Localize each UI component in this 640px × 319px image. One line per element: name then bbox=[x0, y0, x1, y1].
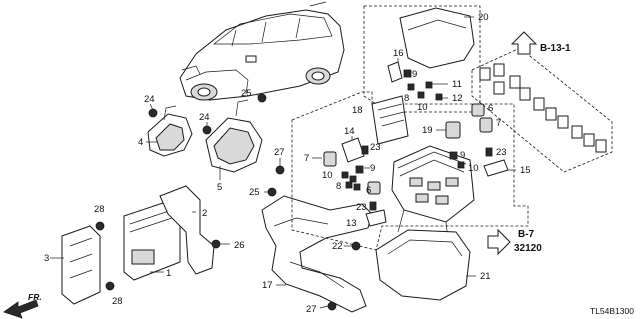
fuse-part-11 bbox=[425, 81, 448, 89]
relay-part-6-b bbox=[471, 103, 485, 117]
callout-10-c: 10 bbox=[417, 102, 428, 113]
callout-15: 15 bbox=[520, 165, 531, 176]
diagram-code: TL54B1300 bbox=[590, 306, 634, 316]
ref-label-b13: B-13-1 bbox=[540, 43, 571, 54]
fuse-part-10-b bbox=[457, 161, 465, 169]
ref-arrow-b13: B-13-1 bbox=[510, 31, 571, 55]
callout-7-b: 7 bbox=[496, 118, 501, 129]
bracket-part-2 bbox=[159, 185, 215, 275]
callout-18: 18 bbox=[352, 105, 363, 116]
callout-5: 5 bbox=[217, 182, 222, 193]
fuse-part-10-c bbox=[417, 91, 425, 99]
bolt-25-b bbox=[264, 187, 277, 197]
relay-part-7-a bbox=[312, 151, 337, 167]
callout-19: 19 bbox=[422, 125, 433, 136]
callout-23-c: 23 bbox=[496, 147, 507, 158]
bolt-24-b bbox=[202, 122, 212, 135]
callout-28-b: 28 bbox=[112, 296, 123, 307]
bolt-26 bbox=[211, 239, 230, 249]
bolt-24-a bbox=[148, 103, 158, 118]
ref-label-b7-code: 32120 bbox=[514, 243, 542, 254]
fuse-part-8-a bbox=[345, 181, 361, 191]
bolt-28-b bbox=[105, 281, 115, 291]
fuse-part-10-a bbox=[341, 171, 357, 183]
fuse-part-8-b bbox=[407, 83, 415, 91]
callout-2: 2 bbox=[202, 208, 207, 219]
callout-17: 17 bbox=[262, 280, 273, 291]
callout-10-a: 10 bbox=[322, 170, 333, 181]
callout-12: 12 bbox=[452, 93, 463, 104]
callout-16: 16 bbox=[393, 48, 404, 59]
fuse-part-12 bbox=[435, 93, 448, 101]
callout-24-a: 24 bbox=[144, 94, 155, 105]
fuse-holder-part-16 bbox=[387, 58, 403, 83]
cover-part-21 bbox=[375, 229, 476, 301]
callout-20: 20 bbox=[478, 12, 489, 23]
callout-3: 3 bbox=[44, 253, 49, 264]
bracket-part-17 bbox=[261, 195, 373, 313]
callout-28-a: 28 bbox=[94, 204, 105, 215]
horn-part-4 bbox=[146, 105, 193, 157]
fuse-block-part-14 bbox=[341, 136, 365, 163]
fuse-part-23-c bbox=[485, 147, 493, 157]
callout-8-a: 8 bbox=[336, 181, 341, 192]
callout-25-a: 25 bbox=[241, 88, 252, 99]
callout-24-b: 24 bbox=[199, 112, 210, 123]
callout-13: 13 bbox=[346, 218, 357, 229]
box-cover-part-20 bbox=[399, 7, 475, 69]
callout-9-b: 9 bbox=[460, 150, 465, 161]
callout-8-b: 8 bbox=[404, 93, 409, 104]
fuse-part-9-b bbox=[449, 151, 458, 160]
callout-7-a: 7 bbox=[304, 153, 309, 164]
ecu-cover-part-3 bbox=[50, 225, 101, 305]
ecu-part-1 bbox=[123, 199, 181, 281]
fuse-part-23-b bbox=[369, 201, 377, 211]
callout-26: 26 bbox=[234, 240, 245, 251]
fuse-part-9-c bbox=[403, 69, 412, 78]
ref-arrow-b7: B-7 32120 bbox=[487, 228, 542, 256]
fuse-part-23-a bbox=[361, 145, 369, 155]
relay-panel-part-18 bbox=[371, 95, 409, 145]
front-marker-label: FR. bbox=[28, 292, 42, 302]
relay-part-7-b bbox=[479, 117, 493, 133]
callout-10-b: 10 bbox=[468, 163, 479, 174]
relay-box-body bbox=[391, 145, 475, 241]
callout-14: 14 bbox=[344, 126, 355, 137]
bolt-27-b bbox=[319, 301, 337, 311]
callout-1: 1 bbox=[166, 268, 171, 279]
callout-11: 11 bbox=[452, 79, 462, 90]
callout-25-b: 25 bbox=[249, 187, 260, 198]
callout-27-b: 27 bbox=[306, 304, 317, 315]
callout-22: 22 bbox=[332, 241, 343, 252]
fuse-part-9-a bbox=[355, 165, 370, 174]
callout-6-a: 6 bbox=[366, 185, 371, 196]
callout-27-a: 27 bbox=[274, 147, 285, 158]
front-marker: FR. bbox=[3, 292, 42, 319]
callout-4: 4 bbox=[138, 137, 143, 148]
upper-group-outline bbox=[363, 5, 481, 113]
callout-6-b: 6 bbox=[488, 103, 493, 114]
callout-labels: 1 2 3 4 5 6 6 7 7 8 8 9 9 9 10 10 10 11 … bbox=[44, 12, 531, 315]
callout-21: 21 bbox=[480, 271, 491, 282]
bolt-25-a bbox=[255, 93, 267, 103]
vehicle-illustration bbox=[179, 1, 345, 101]
callout-9-a: 9 bbox=[370, 163, 375, 174]
bracket-part-13 bbox=[365, 209, 387, 227]
callout-23-a: 23 bbox=[370, 142, 381, 153]
relay-part-6-a bbox=[367, 181, 381, 195]
bolt-28-a bbox=[95, 221, 105, 231]
ref-label-b7: B-7 bbox=[518, 229, 535, 240]
fuse-block-part-15 bbox=[483, 159, 516, 177]
bolt-27-a bbox=[275, 158, 285, 175]
bolt-22 bbox=[344, 241, 361, 251]
relay-part-19 bbox=[436, 121, 461, 139]
group-outline bbox=[291, 91, 529, 251]
callout-23-b: 23 bbox=[356, 202, 367, 213]
horn-part-5 bbox=[205, 99, 263, 180]
relay-array bbox=[479, 63, 607, 153]
callout-9-c: 9 bbox=[412, 69, 417, 80]
